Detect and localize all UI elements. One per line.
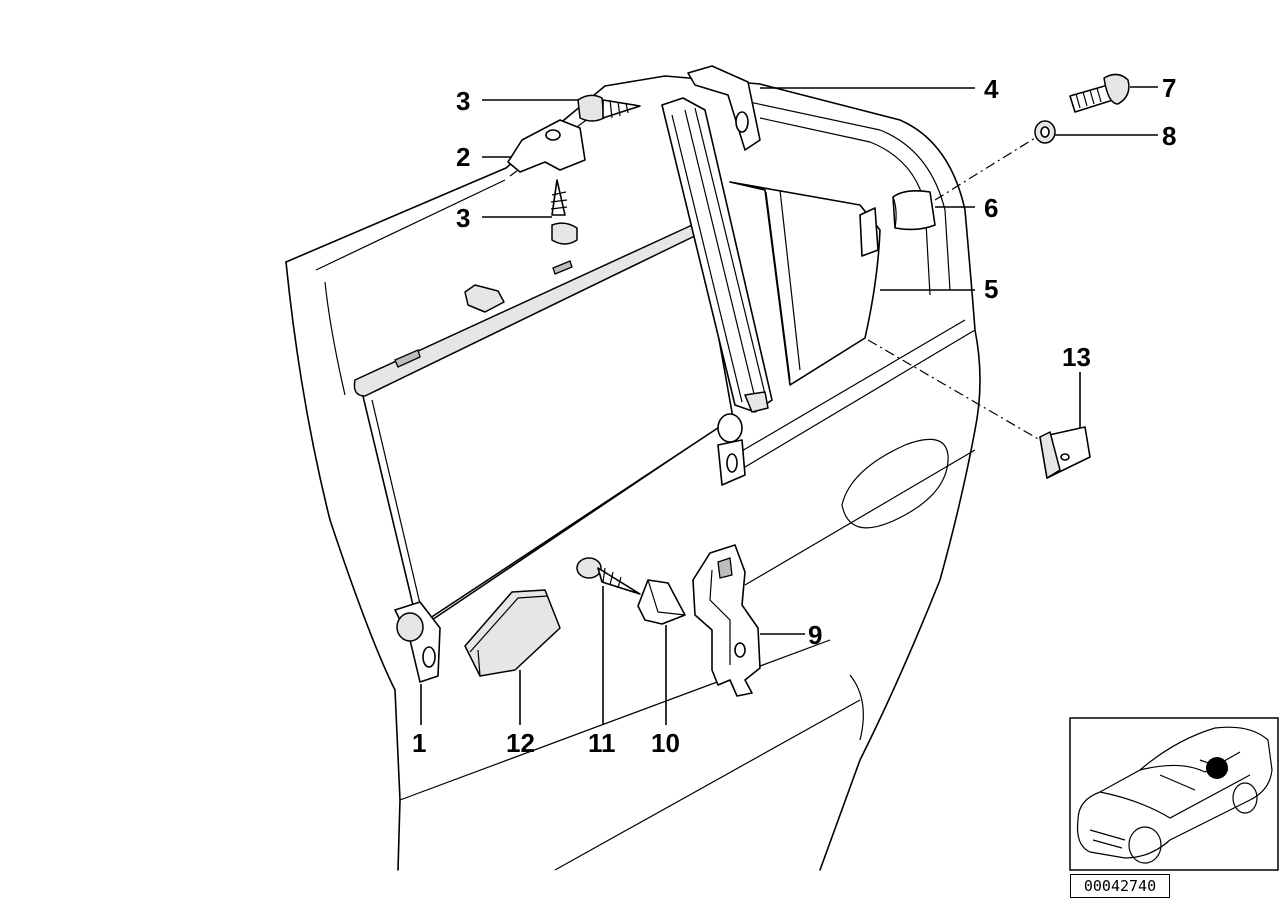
callout-1: 1 [412, 728, 426, 758]
callout-9: 9 [808, 620, 822, 650]
reference-number: 00042740 [1070, 874, 1170, 898]
part-3-screw-lower [550, 179, 578, 245]
callout-3-lower: 3 [456, 203, 470, 233]
part-12-cover [464, 589, 561, 677]
part-13-clip [1039, 426, 1091, 479]
location-marker-icon [1206, 757, 1228, 779]
thumbnail-frame [1069, 717, 1279, 871]
part-3-screw-upper [577, 94, 641, 122]
callout-8: 8 [1162, 121, 1176, 151]
callout-6: 6 [984, 193, 998, 223]
part-11-screw [576, 557, 641, 595]
guide-rail-assembly [661, 65, 881, 413]
callout-7: 7 [1162, 73, 1176, 103]
callout-11: 11 [588, 728, 616, 758]
callout-4: 4 [984, 74, 999, 104]
callout-10: 10 [651, 728, 680, 758]
callout-2: 2 [456, 142, 470, 172]
callout-5: 5 [984, 274, 998, 304]
callout-labels: 3 2 3 4 7 8 6 5 13 9 1 12 11 10 [412, 73, 1176, 758]
callout-12: 12 [506, 728, 535, 758]
part-2-bracket [507, 119, 586, 173]
part-10-clip [637, 579, 686, 625]
part-9-bracket [692, 544, 761, 697]
leader-lines [420, 86, 1158, 725]
part-7-bolt [1069, 73, 1130, 113]
part-1-mount [394, 413, 746, 683]
callout-13: 13 [1062, 342, 1091, 372]
callout-3-upper: 3 [456, 86, 470, 116]
part-8-washer [1034, 120, 1056, 144]
sunblind-roller [353, 224, 734, 629]
car-locator-thumbnail [1069, 717, 1279, 871]
door-outline [285, 75, 981, 871]
part-6-clip [892, 190, 936, 231]
